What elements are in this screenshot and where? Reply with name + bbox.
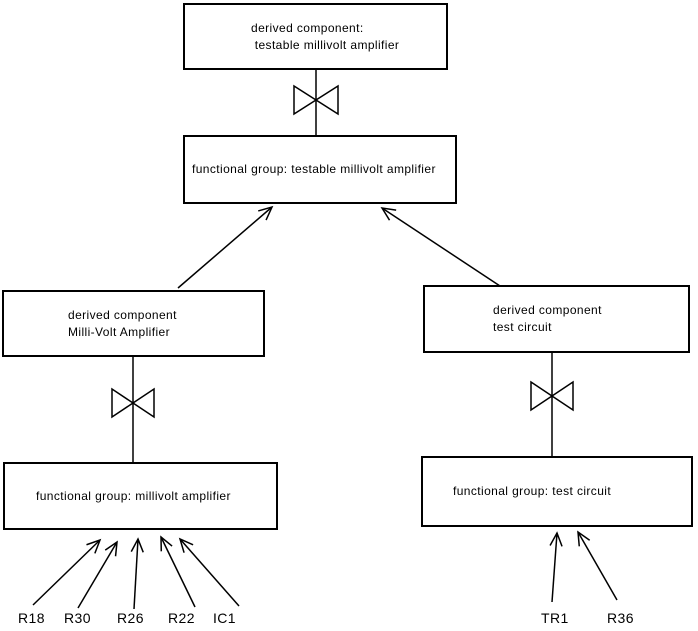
bowtie-icon (530, 380, 554, 412)
component-label-r36: R36 (607, 610, 634, 626)
component-label-r30: R30 (64, 610, 91, 626)
bowtie-icon (293, 84, 318, 116)
derived-component-testable-box: derived component: testable millivolt am… (183, 3, 448, 70)
component-label-r18: R18 (18, 610, 45, 626)
box-label: functional group: test circuit (453, 484, 612, 498)
functional-group-millivolt-box: functional group: millivolt amplifier (3, 462, 278, 530)
component-label-r26: R26 (117, 610, 144, 626)
component-label-ic1: IC1 (213, 610, 236, 626)
box-label-line: derived component: (251, 20, 364, 35)
box-label: functional group: testable millivolt amp… (192, 162, 436, 176)
derived-component-millivolt-box: derived component Milli-Volt Amplifier (2, 290, 265, 357)
box-label-line: derived component (493, 303, 602, 317)
arrow-leftderived-to-topfunctional (177, 205, 274, 289)
box-label: functional group: millivolt amplifier (36, 488, 231, 503)
arrow-r18-to-leftfunctional (32, 538, 102, 606)
bowtie-icon (314, 84, 339, 116)
component-label-tr1: TR1 (541, 610, 569, 626)
arrow-rightderived-to-topfunctional (380, 207, 501, 287)
functional-group-testcircuit-box: functional group: test circuit (421, 456, 693, 527)
arrow-r30-to-leftfunctional (77, 540, 118, 609)
bowtie-icon (131, 387, 155, 419)
box-label-line: testable millivolt amplifier (251, 37, 400, 52)
arrow-r22-to-leftfunctional (160, 535, 196, 608)
derived-component-testcircuit-box: derived component test circuit (423, 285, 690, 353)
arrow-r26-to-leftfunctional (130, 537, 144, 610)
box-label-line: Milli-Volt Amplifier (68, 324, 171, 339)
arrow-ic1-to-leftfunctional (178, 537, 240, 607)
arrow-tr1-to-rightfunctional (549, 531, 563, 603)
bowtie-icon (111, 387, 135, 419)
box-label-line: test circuit (493, 320, 552, 334)
component-label-r22: R22 (168, 610, 195, 626)
bowtie-icon (550, 380, 574, 412)
box-label-line: derived component (68, 307, 177, 322)
functional-group-testable-box: functional group: testable millivolt amp… (183, 135, 457, 204)
arrow-r36-to-rightfunctional (577, 530, 618, 601)
